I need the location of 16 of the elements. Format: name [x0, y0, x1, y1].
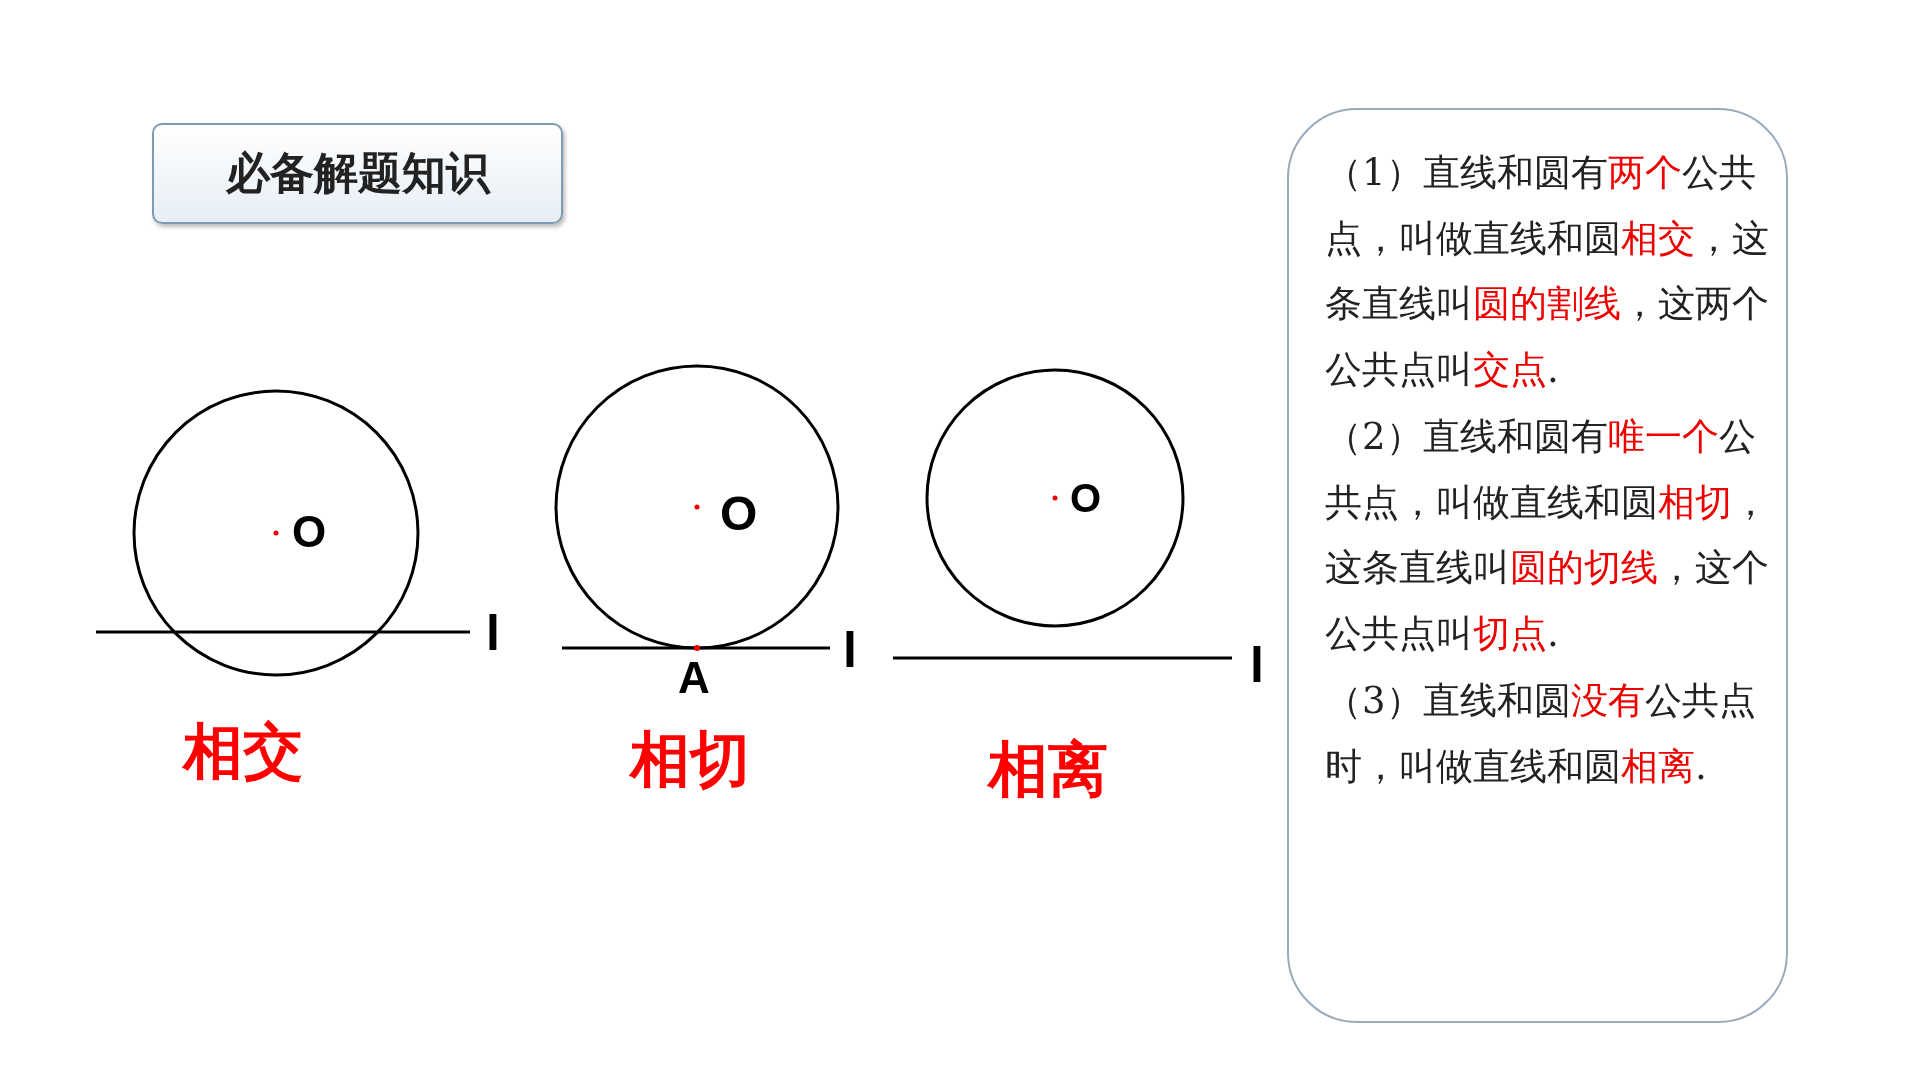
relation-label: 相交: [183, 722, 303, 782]
point-label: O: [1070, 478, 1102, 518]
relation-label: 相切: [630, 730, 750, 790]
definition-text: （3）直线和圆没有公共点时，叫做直线和圆相离.: [1325, 678, 1757, 790]
line-label: l: [486, 608, 500, 658]
point-label: O: [292, 510, 327, 554]
line-label: l: [1250, 640, 1264, 690]
definition-text: （2）直线和圆有唯一个公共点，叫做直线和圆相切，这条直线叫圆的切线，这个公共点叫切点.: [1325, 414, 1770, 657]
title-banner: [152, 123, 563, 224]
relation-label: 相离: [988, 740, 1108, 800]
point-label: A: [678, 656, 710, 700]
line-label: l: [843, 625, 857, 675]
banner-title: 必备解题知识: [225, 146, 490, 200]
point-label: O: [720, 490, 758, 538]
definition-text: （1）直线和圆有两个公共点，叫做直线和圆相交，这条直线叫圆的割线，这两个公共点叫交点.: [1325, 150, 1770, 393]
definition-card: [1287, 108, 1788, 1023]
